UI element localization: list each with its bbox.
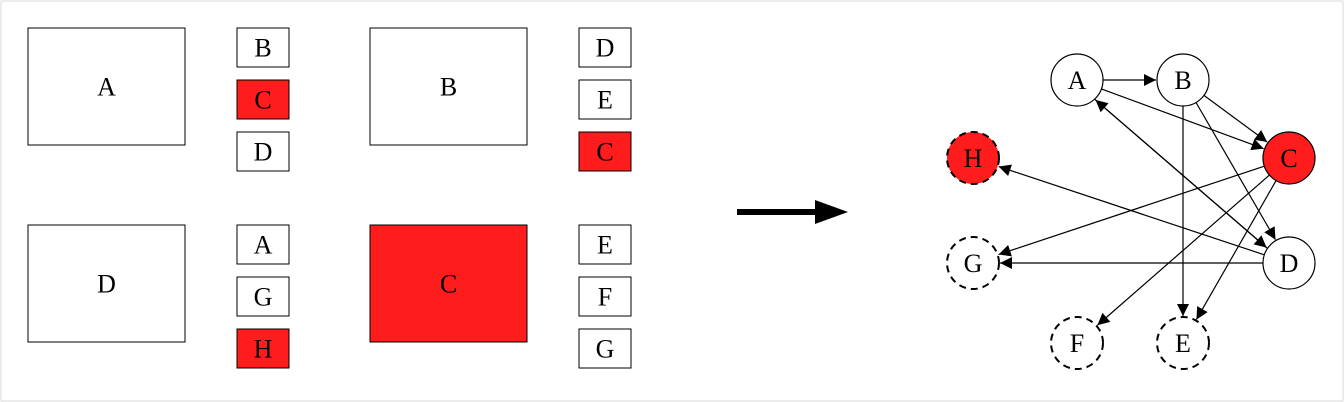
neighbor-rect (236, 328, 290, 369)
neighbor-label: G (596, 335, 615, 364)
group-node-rect (369, 224, 528, 343)
edge-d-a (1095, 99, 1268, 249)
neighbor-box: E (578, 224, 632, 265)
group-node-label: C (440, 270, 457, 299)
neighbor-label: F (598, 283, 612, 312)
graph-node-label: B (1174, 66, 1191, 95)
graph-node-g: G (946, 236, 1000, 290)
neighbor-label: H (254, 335, 273, 364)
neighbor-rect (236, 224, 290, 265)
group-node-label: D (97, 270, 116, 299)
neighbor-box: H (236, 328, 290, 369)
graph-node-e: E (1156, 316, 1210, 370)
graph-node-label: A (1068, 66, 1087, 95)
neighbor-rect (578, 131, 632, 172)
group-node-rect (27, 224, 186, 343)
neighbor-box: D (578, 27, 632, 68)
graph-node-h: H (946, 131, 1000, 185)
graph-node-circle (1262, 131, 1316, 185)
graph-node-d: D (1262, 236, 1316, 290)
neighbor-box: G (236, 276, 290, 317)
graph-node-circle (1050, 316, 1104, 370)
adjacency-group: B DEC (369, 27, 632, 172)
adjacency-group: D AGH (27, 224, 290, 369)
neighbor-label: C (596, 138, 613, 167)
neighbor-rect (578, 27, 632, 68)
edge-c-e (1195, 180, 1277, 320)
neighbor-box: C (578, 131, 632, 172)
neighbor-box: F (578, 276, 632, 317)
group-node-box: A (27, 27, 186, 146)
neighbor-rect (236, 276, 290, 317)
adjacency-group: A BCD (27, 27, 290, 172)
neighbor-label: C (254, 86, 271, 115)
group-node-box: B (369, 27, 528, 146)
neighbor-box: E (578, 79, 632, 120)
graph-node-circle (1156, 53, 1210, 107)
group-node-label: A (97, 73, 116, 102)
graph-node-c: C (1262, 131, 1316, 185)
graph-node-a: A (1050, 53, 1104, 107)
graph-node-label: H (964, 144, 983, 173)
group-node-rect (27, 27, 186, 146)
neighbor-box: A (236, 224, 290, 265)
group-node-box: D (27, 224, 186, 343)
neighbor-label: D (254, 138, 273, 167)
neighbor-label: D (596, 34, 615, 63)
neighbor-label: E (597, 231, 613, 260)
neighbor-label: E (597, 86, 613, 115)
graph-node-b: B (1156, 53, 1210, 107)
neighbor-rect (236, 79, 290, 120)
group-node-rect (369, 27, 528, 146)
neighbor-label: A (254, 231, 273, 260)
edge-b-c (1203, 94, 1268, 143)
neighbor-box: B (236, 27, 290, 68)
graph-edges (998, 74, 1277, 326)
edge-c-f (1096, 174, 1270, 326)
group-node-box: C (369, 224, 528, 343)
graph-node-circle (946, 131, 1000, 185)
edge-c-g (998, 165, 1265, 257)
edge-b-d (1195, 102, 1276, 240)
neighbor-box: G (578, 328, 632, 369)
graph-node-label: C (1280, 144, 1297, 173)
neighbor-box: C (236, 79, 290, 120)
neighbor-label: G (254, 283, 273, 312)
neighbor-rect (578, 328, 632, 369)
transform-arrow (737, 200, 848, 224)
graph-node-circle (1050, 53, 1104, 107)
adjacency-group: C EFG (369, 224, 632, 369)
graph-node-label: D (1280, 249, 1299, 278)
graph-node-label: F (1070, 329, 1084, 358)
neighbor-rect (578, 79, 632, 120)
graph-nodes: A B C D H G F E (946, 53, 1316, 370)
group-node-label: B (440, 73, 457, 102)
neighbor-rect (236, 27, 290, 68)
neighbor-box: D (236, 131, 290, 172)
neighbor-rect (578, 276, 632, 317)
graph-node-label: E (1175, 329, 1191, 358)
graph-node-circle (1262, 236, 1316, 290)
graph-node-circle (1156, 316, 1210, 370)
graph-node-label: G (964, 249, 983, 278)
neighbor-label: B (254, 34, 271, 63)
neighbor-rect (236, 131, 290, 172)
graph-node-circle (946, 236, 1000, 290)
graph-node-f: F (1050, 316, 1104, 370)
neighbor-rect (578, 224, 632, 265)
